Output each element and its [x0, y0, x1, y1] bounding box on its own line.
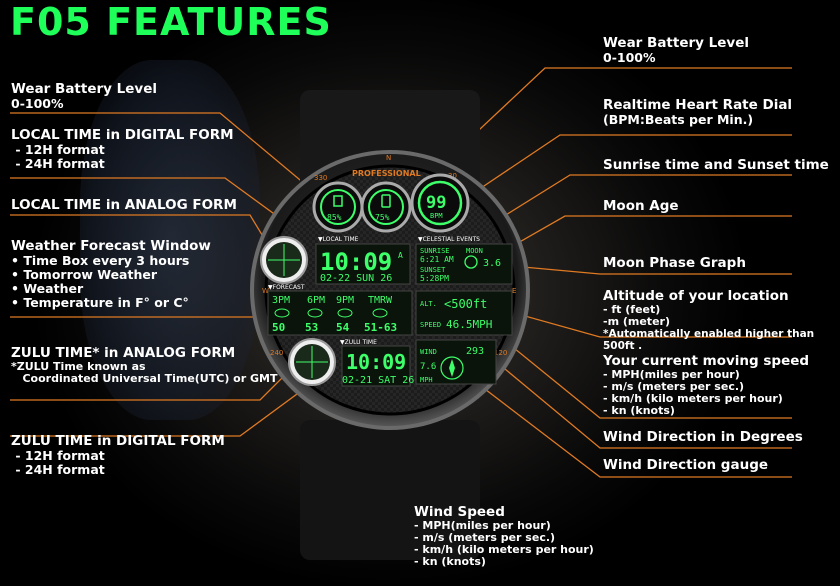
right-moon-age-label: Moon Age [603, 198, 679, 214]
left-zulu-digital-label: ZULU TIME in DIGITAL FORM - 12H format -… [11, 433, 225, 477]
wind-label: WIND [420, 348, 437, 356]
cloud-icon [372, 308, 388, 318]
bezel-120: 120 [494, 349, 507, 357]
right-wind-deg-label: Wind Direction in Degrees [603, 429, 803, 445]
page-title: F05 FEATURES [10, 0, 332, 44]
celestial-label: ▼CELESTIAL EVENTS [418, 236, 480, 243]
bottom-wind-speed-label: Wind Speed - MPH(miles per hour) - m/s (… [414, 504, 594, 568]
bezel-n: N [386, 154, 391, 162]
zulu-analog-clock [288, 338, 336, 386]
local-analog-clock [260, 236, 308, 284]
wind-deg-value: 293 [466, 346, 484, 357]
bezel-240: 240 [270, 349, 283, 357]
zulu-label: ▼ZULU TIME [340, 339, 377, 346]
line-right-heart [477, 134, 792, 191]
alt-label: ALT. [420, 300, 437, 308]
alt-value: <500ft [444, 297, 487, 311]
cloud-icon [307, 308, 323, 318]
hour-3: TMRW [368, 295, 393, 306]
local-time-label: ▼LOCAL TIME [318, 236, 359, 243]
line-right-wind-gauge [459, 369, 792, 478]
sunrise-label: SUNRISE [420, 247, 450, 255]
hour-0: 3PM [272, 295, 290, 306]
sunrise-time: 6:21 AM [420, 255, 454, 264]
right-wind-gauge-label: Wind Direction gauge [603, 457, 769, 473]
right-sun-label: Sunrise time and Sunset time [603, 157, 829, 173]
speed-value: 46.5MPH [446, 318, 492, 331]
right-battery-label: Wear Battery Level 0-100% [603, 35, 749, 65]
speed-label: SPEED [420, 321, 441, 329]
right-heart-label: Realtime Heart Rate Dial (BPM:Beats per … [603, 97, 793, 127]
right-altitude-label: Altitude of your location - ft (feet) -m… [603, 288, 815, 353]
zulu-date: 02-21 SAT 26 [342, 375, 414, 386]
brand-label: PROFESSIONAL [352, 169, 421, 178]
local-date: 02-22 SUN 26 [320, 273, 392, 284]
cloud-icon [337, 308, 353, 318]
local-ampm: A [398, 251, 403, 260]
left-battery-label: Wear Battery Level 0-100% [11, 81, 157, 111]
temp-2: 54 [336, 321, 350, 334]
heart-rate-dial: 99 BPM [410, 173, 470, 233]
left-local-digital-label: LOCAL TIME in DIGITAL FORM - 12H format … [11, 127, 234, 171]
bezel-30: 30 [448, 172, 457, 180]
temp-0: 50 [272, 321, 285, 334]
phone-battery-dial: 75% [360, 181, 412, 233]
bpm-value: 99 [426, 193, 446, 213]
right-moon-phase-label: Moon Phase Graph [603, 255, 746, 271]
local-time: 10:09 [320, 248, 392, 276]
temp-3: 51-63 [364, 321, 397, 334]
battery-dial: 85% [312, 181, 364, 233]
left-weather-label: Weather Forecast Window • Time Box every… [11, 238, 211, 310]
hour-1: 6PM [307, 295, 325, 306]
hour-2: 9PM [336, 295, 354, 306]
bezel-w: W [262, 287, 269, 295]
cloud-icon [274, 308, 290, 318]
sunset-time: 5:28PM [420, 274, 449, 283]
line-right-speed [481, 321, 792, 419]
bpm-label: BPM [430, 212, 443, 220]
phone-pct: 75% [375, 213, 390, 222]
line-right-wind-deg [486, 353, 792, 449]
wind-unit: MPH [420, 376, 433, 384]
left-zulu-analog-label: ZULU TIME* in ANALOG FORM *ZULU Time kno… [11, 345, 278, 385]
right-speed-label: Your current moving speed - MPH(miles pe… [603, 353, 810, 417]
moon-phase-icon [464, 255, 478, 269]
forecast-label: ▼FORECAST [268, 284, 305, 291]
line-left-battery [10, 112, 319, 196]
wind-gauge [440, 356, 464, 380]
left-local-analog-label: LOCAL TIME in ANALOG FORM [11, 197, 237, 213]
sunset-label: SUNSET [420, 266, 446, 274]
moon-age-value: 3.6 [483, 258, 501, 269]
battery-pct: 85% [327, 213, 342, 222]
sleeve-shadow [80, 60, 260, 420]
wind-speed-value: 7.6 [420, 362, 436, 372]
zulu-time: 10:09 [346, 350, 406, 374]
bezel-330: 330 [314, 174, 327, 182]
temp-1: 53 [305, 321, 318, 334]
bezel-e: E [512, 287, 516, 295]
moon-label: MOON [466, 247, 483, 255]
